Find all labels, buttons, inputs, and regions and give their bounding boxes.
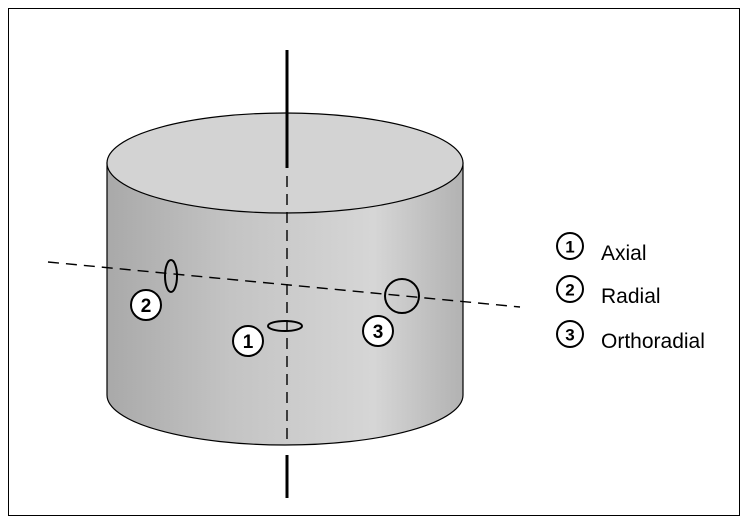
legend-number: 1 — [565, 238, 574, 257]
svg-text:2: 2 — [141, 296, 152, 317]
marker-2: 2 — [130, 289, 162, 321]
svg-text:1: 1 — [243, 332, 254, 353]
legend-number-circle — [556, 275, 584, 303]
legend-item-radial: 2 Radial — [556, 275, 661, 308]
cylinder-side — [106, 162, 464, 446]
cylinder-top — [106, 112, 464, 214]
radial-dashed-line — [47, 261, 521, 308]
radial-gauge-ellipse — [164, 259, 178, 293]
legend-label: Radial — [601, 285, 661, 308]
legend-number: 2 — [565, 281, 574, 300]
marker-3: 3 — [362, 315, 394, 347]
svg-text:3: 3 — [373, 322, 384, 343]
axial-gauge-ellipse — [267, 320, 303, 332]
figure-border — [8, 8, 740, 516]
orthoradial-gauge-circle — [384, 278, 420, 314]
legend-number: 3 — [565, 326, 574, 345]
legend-item-orthoradial: 3 Orthoradial — [556, 320, 705, 353]
legend: 1 Axial 2 Radial 3 Orthoradial — [556, 232, 705, 353]
legend-number-circle — [556, 320, 584, 348]
marker-1: 1 — [232, 325, 264, 357]
legend-item-axial: 1 Axial — [556, 232, 647, 265]
legend-number-circle — [556, 232, 584, 260]
legend-label: Axial — [601, 242, 647, 265]
legend-label: Orthoradial — [601, 330, 705, 353]
